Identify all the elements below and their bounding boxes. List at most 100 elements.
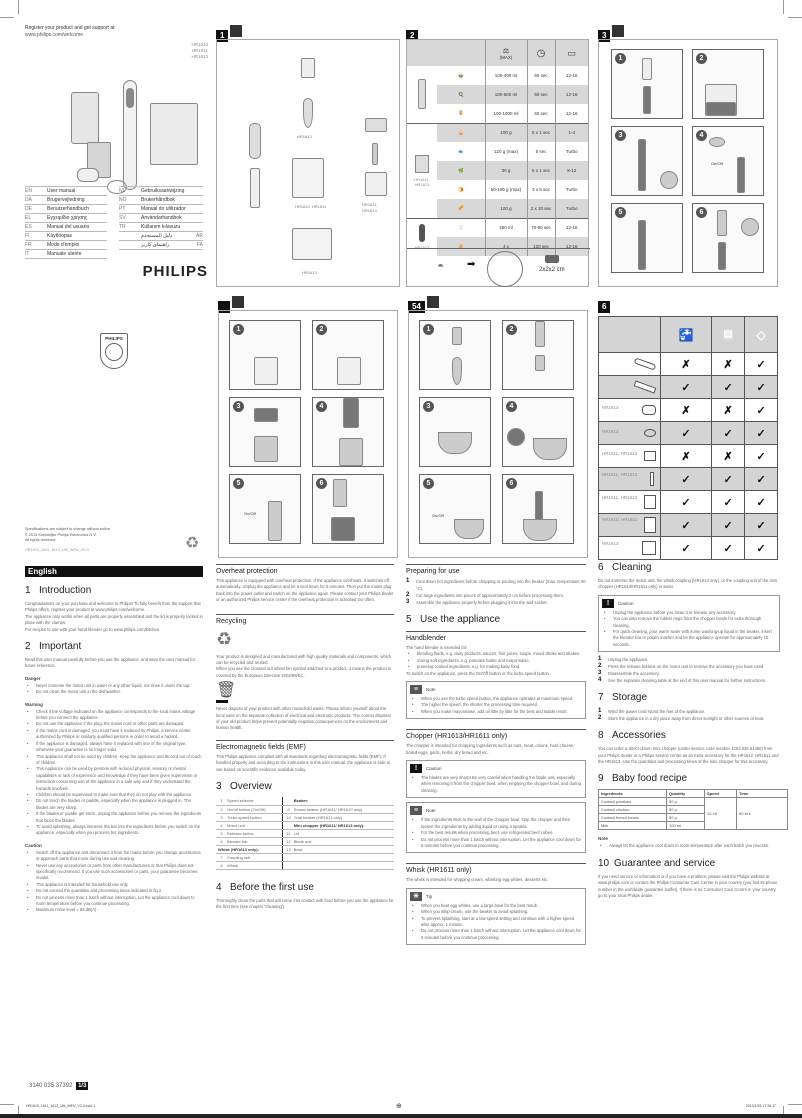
timer-icon: ◷ <box>526 40 555 66</box>
table-row: HR1611, HR1613✓✓✓ <box>598 467 778 491</box>
cleaning-table: 🚰 ▤ ◇ ✗✗✓ ✓✓✓ HR1613✗✗✓ HR1613✓✓✓ HR1611… <box>598 316 778 560</box>
warning-list: Check if the voltage indicated on the ap… <box>25 709 203 837</box>
blender-icon <box>612 25 625 37</box>
slug-right: 2013/1/26 17:26:17 <box>745 1104 776 1108</box>
figure-number: 6 <box>598 301 611 313</box>
legal-notice: Specifications are subject to change wit… <box>25 527 111 552</box>
oval-beaker-icon <box>642 541 656 555</box>
step-panel: 5 <box>611 203 683 273</box>
register-text: Register your product and get support at… <box>25 25 210 39</box>
caution-box: !Caution Unplug the appliance before you… <box>598 594 780 653</box>
motor-unit-image <box>249 123 261 159</box>
page-bottom-edge <box>0 1114 802 1118</box>
cube-cutting-diagram: ◓ ➡ 2x2x2 cm <box>407 248 590 288</box>
bowl-image <box>365 172 387 196</box>
table-row: HR1611, HR1613✓✓✓ <box>598 490 778 514</box>
cloth-icon: ◇ <box>744 316 778 353</box>
motor-unit-icon <box>633 357 657 371</box>
welcome-link[interactable]: www.philips.com/welcome <box>25 32 84 38</box>
step-panel: 6 <box>692 203 764 273</box>
blender-bar-icon <box>633 380 657 394</box>
magnifier-circle <box>487 251 523 287</box>
note-icon: ≡ <box>410 806 422 816</box>
figure-frame: HR1613 HR1610, HR1611 HR1611, HR1613 HR1… <box>216 39 400 287</box>
caution-list: Switch off the appliance and disconnect … <box>25 850 203 914</box>
part-number: 3140 035 37392 1/3 <box>29 1082 89 1090</box>
crossed-bin-icon: 🗑 <box>216 682 394 704</box>
tap-icon: 🚰 <box>660 316 712 353</box>
speed-icon: ▭ <box>554 40 588 66</box>
recycle-icon: ♻ <box>216 628 233 649</box>
chopper-bowl-icon <box>644 495 656 509</box>
danger-list: Never immerse the motor unit in water or… <box>25 683 203 696</box>
subsection-heading: Overheat protection <box>216 564 394 575</box>
step-panel: 2 <box>502 320 574 390</box>
whisk-group: HR1613 <box>407 218 437 256</box>
note-box: ≡Note When you use the turbo speed butto… <box>406 681 586 720</box>
table-row: HR1613✓✓✓ <box>598 421 778 445</box>
table-row: HR1613✓✓✓ <box>598 536 778 560</box>
page-badge: 1/3 <box>76 1082 89 1090</box>
whisk-image <box>303 98 313 128</box>
lid-image <box>365 118 387 132</box>
whisk-coupling-image <box>77 168 99 182</box>
back-cover: PHILIPS Specifications are subject to ch… <box>25 295 210 560</box>
exclamation-icon: ! <box>410 764 422 774</box>
table-row: HR1611, HR1613✗✗✓ <box>598 444 778 468</box>
shield-globe-icon <box>105 343 123 361</box>
figure-1-overview: 1 HR1613 HR1610, HR1611 HR1611, HR1613 H… <box>216 25 400 287</box>
philips-logo: PHILIPS <box>142 263 208 280</box>
max-weight-icon: ⚖(MAX) <box>484 40 527 66</box>
chopper-icon <box>232 296 245 308</box>
language-bar: English <box>25 566 203 577</box>
round-beaker-image <box>292 158 324 198</box>
arrow-right-icon: ➡ <box>467 259 476 270</box>
round-beaker-icon <box>644 517 656 533</box>
manual-column-2: Overheat protection This appliance is eq… <box>216 564 394 910</box>
subsection-heading: Handblender <box>406 631 586 642</box>
round-beaker-image <box>71 92 99 144</box>
coupling-unit-image <box>301 58 315 78</box>
